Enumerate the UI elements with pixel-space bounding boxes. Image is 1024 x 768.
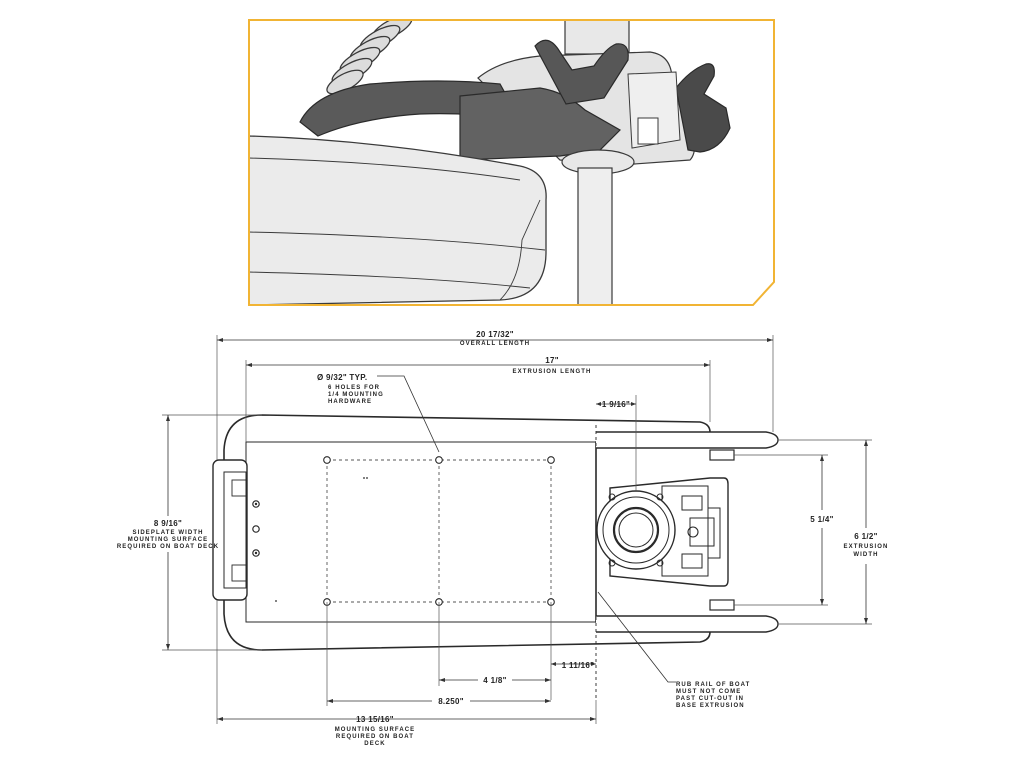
- mounting-hole: [547, 456, 555, 464]
- hole-span-value: 8.250": [438, 697, 464, 706]
- extrusion-width-line2: WIDTH: [853, 552, 878, 558]
- hole-callout-leader: [377, 375, 440, 453]
- sideplate-width-line1: SIDEPLATE WIDTH: [132, 530, 203, 536]
- mounting-surface-value: 13 15/16": [356, 715, 394, 724]
- rub-rail-line2: MUST NOT COME: [676, 689, 741, 695]
- dimension-labels: 20 17/32" OVERALL LENGTH 17" EXTRUSION L…: [117, 330, 889, 747]
- extrusion-width-value: 6 1/2": [854, 532, 877, 541]
- boat-deck: [249, 135, 547, 305]
- detail-illustration: [248, 19, 775, 306]
- extrusion-width-line1: EXTRUSION: [844, 544, 889, 550]
- offset-bottom-value: 1 11/16": [562, 661, 594, 670]
- release-latch: [675, 63, 731, 153]
- yoke: [534, 39, 629, 105]
- hole-callout-line2: 1/4 MOUNTING: [328, 392, 384, 398]
- sideplate-width-value: 8 9/16": [154, 519, 182, 528]
- rub-rail-line4: BASE EXTRUSION: [676, 703, 745, 709]
- sideplate-width-line2: MOUNTING SURFACE: [128, 537, 209, 543]
- overall-length-value: 20 17/32": [476, 330, 514, 339]
- dim-overall-length: [216, 335, 774, 460]
- extrusion-length-value: 17": [545, 356, 559, 365]
- mounting-hole: [435, 456, 443, 464]
- motor-shaft: [577, 167, 613, 305]
- extrusion-length-caption: EXTRUSION LENGTH: [513, 369, 592, 375]
- coiled-cable: [326, 20, 413, 95]
- hole-callout-line1: 6 HOLES FOR: [328, 385, 380, 391]
- extrusion-rails: [596, 431, 779, 633]
- mounting-hole: [323, 456, 331, 464]
- rub-rail-line3: PAST CUT-OUT IN: [676, 696, 744, 702]
- mounting-surface-line3: DECK: [364, 741, 385, 747]
- hole-callout-line3: HARDWARE: [328, 399, 372, 405]
- dim-rail-spacing: [734, 454, 828, 606]
- dim-offset-bottom: [551, 662, 596, 666]
- mounting-surface-line1: MOUNTING SURFACE: [335, 727, 416, 733]
- sideplate-width-line3: REQUIRED ON BOAT DECK: [117, 544, 219, 550]
- rub-rail-leader: [597, 591, 676, 683]
- hole-spacing-value: 4 1/8": [483, 676, 506, 685]
- dim-hole-spacing: [438, 602, 552, 700]
- sideplate-outline: [223, 414, 711, 651]
- top-view-drawing: [162, 335, 872, 724]
- dim-extrusion-width: [778, 439, 872, 625]
- offset-top-value: 1 9/16": [602, 400, 630, 409]
- dim-extrusion-length: [245, 360, 711, 442]
- illustration-frame: [248, 19, 775, 306]
- dim-mounting-surface: [216, 600, 597, 724]
- hole-callout-value: Ø 9/32" TYP.: [317, 373, 367, 382]
- motor-head-assembly: [596, 477, 729, 587]
- rub-rail-line1: RUB RAIL OF BOAT: [676, 682, 750, 688]
- dim-offset-top: [596, 395, 637, 492]
- dim-sideplate-width: [162, 414, 262, 651]
- rail-spacing-value: 5 1/4": [810, 515, 833, 524]
- left-bracket: [212, 459, 260, 601]
- mounting-surface-line2: REQUIRED ON BOAT: [336, 734, 414, 740]
- dim-hole-span: [326, 602, 551, 706]
- overall-length-caption: OVERALL LENGTH: [460, 341, 530, 347]
